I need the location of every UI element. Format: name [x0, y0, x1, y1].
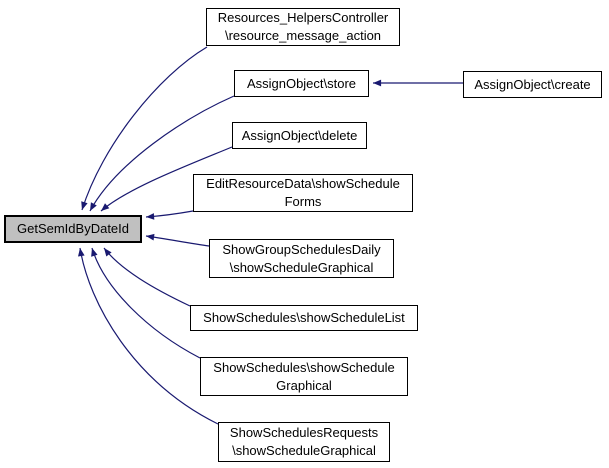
- node-getsemidbydateid-focus: GetSemIdByDateId: [4, 215, 142, 243]
- node-label: ShowSchedules\showScheduleList: [203, 310, 405, 325]
- node-editresourcedata-showscheduleforms[interactable]: EditResourceData\showSchedule Forms: [193, 174, 413, 212]
- edge-assignstore-to-getsemid: [89, 95, 235, 212]
- node-label: AssignObject\create: [474, 76, 591, 92]
- node-assignobject-delete[interactable]: AssignObject\delete: [232, 122, 367, 149]
- node-resources-helpers-controller[interactable]: Resources_HelpersController \resource_me…: [206, 8, 400, 46]
- node-assignobject-create[interactable]: AssignObject\create: [463, 71, 602, 98]
- node-label: \resource_message_action: [224, 28, 382, 43]
- node-showschedules-showschedulegraphical[interactable]: ShowSchedules\showSchedule Graphical: [200, 357, 408, 396]
- node-label: Resources_HelpersController: [217, 10, 389, 25]
- node-label: GetSemIdByDateId: [17, 221, 129, 236]
- node-label: AssignObject\store: [246, 75, 357, 91]
- node-showschedules-showschedulelist[interactable]: ShowSchedules\showScheduleList: [190, 305, 418, 331]
- node-showschedulesrequests-showschedulegraphical[interactable]: ShowSchedulesRequests \showScheduleGraph…: [218, 422, 390, 462]
- node-label: \showScheduleGraphical: [232, 443, 376, 458]
- edge-schedreq-to-getsemid: [78, 247, 219, 425]
- node-label: Graphical: [276, 377, 332, 393]
- node-label: \showScheduleGraphical: [229, 259, 374, 275]
- edge-schedgraph-to-getsemid: [91, 247, 201, 359]
- node-label: EditResourceData\showSchedule: [206, 176, 400, 191]
- node-showgroupschedulesdaily-showschedulegraphical[interactable]: ShowGroupSchedulesDaily \showScheduleGra…: [209, 239, 394, 278]
- edge-editresource-to-getsemid: [145, 210, 194, 220]
- node-assignobject-store[interactable]: AssignObject\store: [234, 70, 369, 97]
- node-label: ShowSchedulesRequests: [229, 425, 379, 440]
- node-label: AssignObject\delete: [241, 127, 358, 143]
- edge-groupdaily-to-getsemid: [145, 233, 210, 247]
- node-label: ShowGroupSchedulesDaily: [222, 241, 381, 257]
- node-label: ShowSchedules\showSchedule: [213, 359, 395, 375]
- node-label: Forms: [284, 194, 322, 209]
- edge-schedlist-to-getsemid: [103, 247, 191, 307]
- edge-resourceshelpers-to-getsemid: [81, 46, 208, 211]
- edge-assigndelete-to-getsemid: [100, 146, 233, 212]
